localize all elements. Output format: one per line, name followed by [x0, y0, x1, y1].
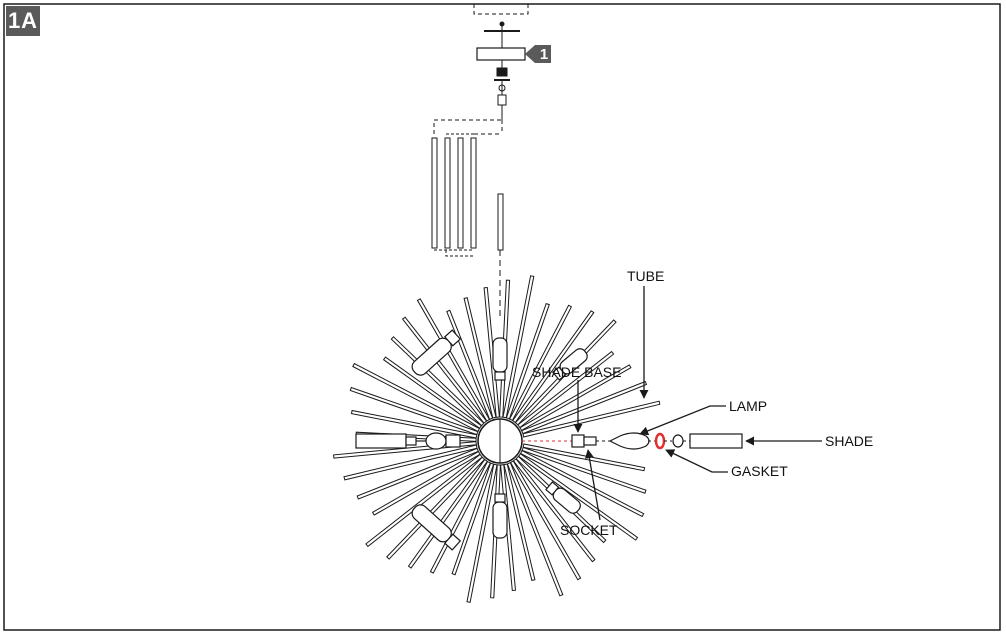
callout-leaders: [573, 286, 822, 521]
gasket-label: GASKET: [731, 463, 788, 479]
arm-tube: [522, 443, 646, 472]
shade-base-part: [571, 434, 585, 448]
diagram-border: [3, 3, 1001, 631]
arm-tube: [509, 460, 582, 581]
lamp-label: LAMP: [729, 398, 768, 414]
arm-tube: [352, 362, 481, 433]
socket-label: SOCKET: [560, 522, 618, 538]
arm-tube: [519, 364, 632, 432]
arm-tube: [506, 462, 564, 597]
arm-tube: [521, 446, 647, 494]
step-tag-label: 1: [539, 46, 549, 63]
mounting-plate: [484, 21, 520, 48]
arm-tube: [349, 386, 479, 436]
tube-label: TUBE: [627, 268, 665, 284]
arm-shades: [355, 329, 588, 551]
shade-label: SHADE: [825, 433, 874, 449]
arm-tube: [508, 304, 573, 422]
arm-tube: [463, 297, 497, 419]
coupling-parts: [494, 60, 510, 120]
arm-tube: [451, 462, 495, 576]
gasket-part: [654, 432, 666, 450]
exploded-assembly: [522, 432, 743, 450]
central-hub: [477, 418, 523, 464]
arm-tube: [382, 356, 483, 430]
arm-tube: [505, 302, 550, 420]
stage-badge: 1A: [6, 6, 40, 36]
socket-part: [583, 436, 597, 446]
arm-tube: [522, 400, 661, 438]
shade-base-label: SHADE BASE: [532, 364, 622, 380]
arm-tube: [350, 409, 478, 439]
arm-tube: [517, 350, 615, 429]
socket-leader: [584, 449, 601, 521]
step-tag-badge: [525, 45, 551, 63]
arm-tube: [466, 463, 498, 603]
canopy: [476, 47, 526, 61]
arm-tube: [365, 453, 483, 548]
rod-bundle: [431, 119, 504, 320]
arm-tube: [343, 444, 478, 481]
arm-tube: [521, 380, 648, 435]
arm-tube: [519, 449, 645, 518]
arm-tube: [511, 310, 595, 424]
arm-tube: [502, 275, 535, 419]
shade-part: [689, 433, 743, 449]
canopy-outline: [473, 4, 529, 15]
lamp-leader: [639, 405, 726, 436]
lamp-bulb: [608, 432, 650, 450]
arm-tube: [356, 447, 479, 500]
chandelier-arms: [333, 275, 661, 603]
gasket-leader: [665, 449, 728, 473]
arm-tube: [517, 452, 639, 541]
arm-tube: [371, 450, 481, 516]
arm-tube: [512, 458, 596, 563]
arm-tube: [483, 286, 500, 418]
arm-tube: [503, 463, 536, 581]
arm-tube: [386, 456, 486, 560]
